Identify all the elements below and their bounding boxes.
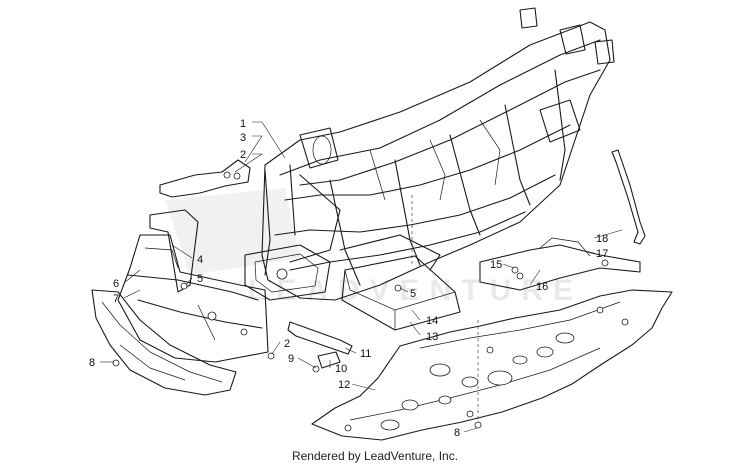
- callout-12: 12: [338, 379, 350, 391]
- rear-skid-bracket: [479, 237, 641, 291]
- callout-8: 8: [89, 357, 95, 369]
- callout-3: 3: [240, 132, 246, 144]
- watermark-text: LEADVENTURE: [248, 274, 583, 307]
- callout-11: 11: [360, 348, 371, 360]
- bolt-5-center: [394, 284, 402, 292]
- callout-2: 2: [284, 338, 290, 350]
- callout-8: 8: [454, 427, 460, 439]
- callout-7: 7: [113, 293, 119, 305]
- callout-6: 6: [113, 278, 119, 290]
- callout-14: 14: [426, 315, 438, 327]
- callout-4: 4: [197, 254, 203, 266]
- callout-2: 2: [240, 149, 246, 161]
- front-mount-bracket: [159, 159, 251, 198]
- callout-13: 13: [426, 331, 438, 343]
- leader-lines: [100, 121, 623, 433]
- bracket-bolt-hole: [233, 172, 241, 180]
- main-frame: [244, 7, 615, 301]
- cross-bar: [287, 321, 353, 355]
- bolt-2-upper: [223, 171, 231, 179]
- callout-18: 18: [596, 233, 608, 245]
- callout-5: 5: [410, 288, 416, 300]
- background-shadow-plate: [165, 188, 300, 275]
- callout-15: 15: [490, 259, 502, 271]
- bolt-15: [511, 266, 519, 274]
- tab-bracket: [317, 351, 341, 369]
- guard-fastener: [112, 359, 120, 367]
- foam-block: [341, 255, 461, 331]
- footer-credit: Rendered by LeadVenture, Inc.: [291, 449, 459, 463]
- callout-5: 5: [197, 273, 203, 285]
- callout-16: 16: [536, 281, 548, 293]
- rear-rod: [611, 149, 646, 245]
- callout-10: 10: [335, 363, 347, 375]
- callout-1: 1: [240, 118, 246, 130]
- callout-17: 17: [596, 248, 608, 260]
- callout-9: 9: [288, 353, 294, 365]
- bolt-8-lower: [474, 421, 482, 429]
- front-guard: [91, 289, 237, 396]
- skid-plate: [311, 289, 673, 441]
- bolt-2-lower: [267, 352, 275, 360]
- callout-labels: 1 3 2 4 5 6 7 8 2 9 10 11 12 13 14 5 15 …: [89, 118, 608, 439]
